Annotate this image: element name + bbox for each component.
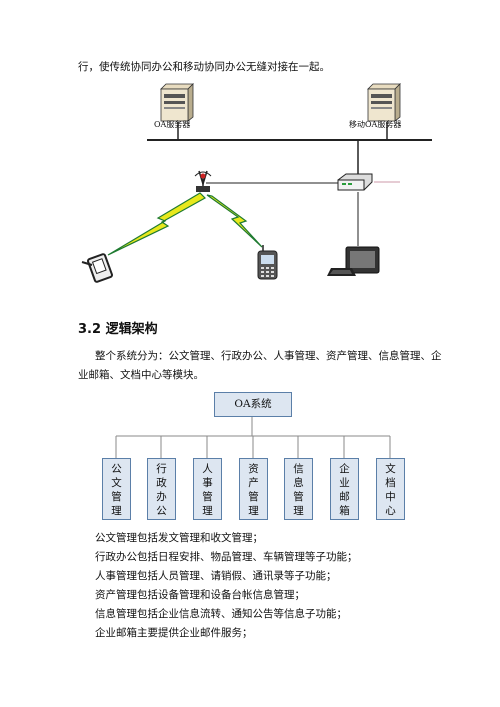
lightning-right-icon: [206, 194, 263, 248]
module-char: 政: [156, 477, 167, 489]
module-char: 产: [248, 477, 259, 489]
description-line: 信息管理包括企业信息流转、通知公告等信息子功能；: [95, 608, 347, 620]
server-right-icon: [367, 83, 401, 122]
module-node-information-management: 信 息 管 理: [284, 458, 313, 520]
module-char: 人: [202, 463, 213, 475]
module-char: 理: [248, 505, 259, 517]
module-node-administrative-office: 行 政 办 公: [147, 458, 176, 520]
module-char: 企: [339, 463, 350, 475]
module-char: 办: [156, 491, 167, 503]
module-char: 理: [202, 505, 213, 517]
module-char: 箱: [339, 505, 350, 517]
section-number: 3.2: [78, 322, 102, 337]
module-char: 公: [156, 505, 167, 517]
module-node-hr-management: 人 事 管 理: [193, 458, 222, 520]
intro-line: 行，使传统协同办公和移动协同办公无缝对接在一起。: [78, 61, 330, 73]
handheld-device-icon: [81, 253, 113, 283]
module-char: 行: [156, 463, 167, 475]
module-char: 公: [111, 463, 122, 475]
module-char: 信: [293, 463, 304, 475]
module-char: 息: [293, 477, 304, 489]
root-node-label: OA系统: [234, 398, 272, 410]
description-line: 资产管理包括设备管理和设备台帐信息管理；: [95, 589, 305, 601]
module-node-asset-management: 资 产 管 理: [239, 458, 268, 520]
server-right-label: 移动OA服务器: [349, 120, 402, 129]
module-node-document-management: 公 文 管 理: [102, 458, 131, 520]
antenna-icon: [194, 170, 212, 192]
mobile-phone-icon: [257, 245, 278, 280]
section-title: 逻辑架构: [105, 322, 158, 337]
module-char: 档: [385, 477, 396, 489]
network-diagram-lines: [81, 83, 432, 283]
module-char: 管: [202, 491, 213, 503]
module-char: 业: [339, 477, 350, 489]
root-node-oa-system: OA系统: [214, 392, 292, 417]
module-char: 中: [385, 491, 396, 503]
section-heading: 3.2 逻辑架构: [78, 318, 158, 337]
module-char: 理: [111, 505, 122, 517]
module-node-document-center: 文 档 中 心: [376, 458, 405, 520]
module-char: 心: [385, 505, 396, 517]
description-line: 人事管理包括人员管理、请销假、通讯录等子功能；: [95, 570, 337, 582]
module-char: 管: [248, 491, 259, 503]
module-char: 文: [111, 477, 122, 489]
module-char: 理: [293, 505, 304, 517]
section-paragraph-line1: 整个系统分为：公文管理、行政办公、人事管理、资产管理、信息管理、企: [95, 350, 442, 362]
server-left-icon: [160, 83, 194, 122]
lightning-left-icon: [107, 192, 206, 256]
module-char: 资: [248, 463, 259, 475]
module-char: 文: [385, 463, 396, 475]
server-left-label: OA服务器: [154, 120, 191, 129]
description-line: 公文管理包括发文管理和收文管理；: [95, 532, 263, 544]
desktop-computer-icon: [327, 246, 380, 276]
module-char: 管: [293, 491, 304, 503]
module-char: 管: [111, 491, 122, 503]
switch-icon: [337, 173, 373, 191]
description-line: 行政办公包括日程安排、物品管理、车辆管理等子功能；: [95, 551, 358, 563]
description-line: 企业邮箱主要提供企业邮件服务；: [95, 627, 253, 639]
section-paragraph-line2: 业邮箱、文档中心等模块。: [78, 369, 204, 381]
module-node-enterprise-mailbox: 企 业 邮 箱: [330, 458, 359, 520]
module-char: 邮: [339, 491, 350, 503]
module-char: 事: [202, 477, 213, 489]
